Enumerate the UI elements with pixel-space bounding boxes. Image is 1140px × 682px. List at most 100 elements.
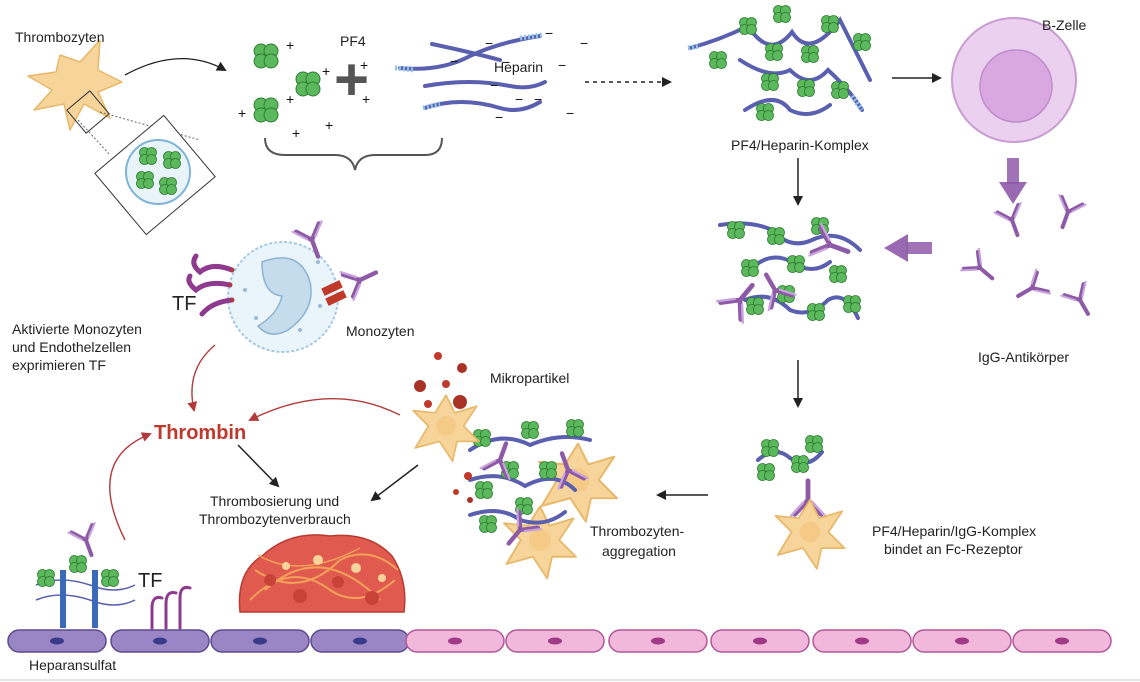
label-mikropartikel: Mikropartikel — [490, 370, 569, 386]
label-thrombozyten: Thrombozyten — [15, 29, 104, 45]
big-plus-icon: + — [334, 46, 369, 113]
microparticle-icon — [464, 472, 472, 480]
label-heparin: Heparin — [494, 59, 543, 75]
pf4-tetramer-icon — [253, 43, 279, 69]
b-cell-icon — [951, 17, 1077, 143]
label-thrombosierung-1: Thrombosierung und — [210, 493, 339, 509]
arrow-aggregation-to-thrombosis — [370, 464, 419, 502]
label-fc-2: bindet an Fc-Rezeptor — [884, 541, 1023, 557]
svg-text:+: + — [286, 37, 294, 53]
antibody-icon — [1047, 192, 1088, 234]
svg-text:−: − — [502, 54, 510, 70]
endothelial-cell-icon — [405, 629, 505, 653]
label-aktivierte-1: Aktivierte Monozyten — [12, 321, 142, 337]
svg-text:−: − — [485, 35, 493, 51]
svg-text:−: − — [580, 35, 588, 51]
arrow-antibody-binding — [884, 234, 932, 262]
antibody-icon — [992, 200, 1033, 242]
svg-text:−: − — [450, 53, 458, 69]
zoom-box — [66, 90, 110, 134]
antibody-icon — [1059, 279, 1103, 323]
svg-text:+: + — [360, 57, 368, 73]
endothelial-cell-icon — [310, 629, 410, 653]
clot-icon — [238, 534, 406, 613]
fc-receptor-monocyte — [321, 259, 382, 306]
endothelial-cell-icon — [912, 629, 1012, 653]
microparticle-icon — [442, 380, 450, 388]
svg-text:−: − — [558, 57, 566, 73]
label-pf4-heparin-komplex: PF4/Heparin-Komplex — [731, 137, 869, 153]
label-igg-antikoerper: IgG-Antikörper — [978, 349, 1069, 365]
platelet-aggregation — [468, 419, 618, 580]
positive-charges: + + + + + + + + — [238, 37, 370, 141]
arrow-release — [124, 57, 227, 76]
label-aggregation-1: Thrombozyten- — [590, 523, 684, 539]
endothelial-cell-icon — [1012, 629, 1112, 653]
pf4-tetramer-icon — [253, 97, 279, 123]
microparticle-icon — [457, 363, 467, 373]
platelet-icon — [27, 39, 123, 131]
antibody-icon — [1009, 267, 1053, 311]
label-aktivierte-3: exprimieren TF — [12, 357, 106, 373]
label-fc-1: PF4/Heparin/IgG-Komplex — [872, 523, 1036, 539]
microparticle-icon — [414, 380, 426, 392]
microparticle-icon — [424, 400, 432, 408]
resting-platelet — [27, 39, 216, 236]
svg-text:−: − — [545, 25, 553, 41]
svg-text:−: − — [566, 105, 574, 121]
svg-text:+: + — [238, 105, 246, 121]
label-thrombosierung-2: Thrombozytenverbrauch — [199, 511, 351, 527]
arrow-microparticle-to-thrombin — [248, 397, 401, 421]
svg-text:+: + — [322, 63, 330, 79]
monocyte-icon — [227, 241, 339, 353]
pf4-group — [253, 43, 321, 123]
svg-text:+: + — [286, 91, 294, 107]
arrow-antibody-production — [999, 158, 1027, 204]
endothelial-cell-icon — [110, 629, 210, 653]
pf4-heparin-igg-complex — [717, 217, 862, 323]
label-aggregation-2: aggregation — [602, 543, 676, 559]
svg-text:+: + — [292, 125, 300, 141]
svg-text:−: − — [515, 91, 523, 107]
granule — [125, 139, 191, 205]
microparticle-release — [412, 352, 480, 503]
tissue-factor-monocyte — [186, 253, 235, 317]
negative-charges: − − − − − − − − − − − — [450, 25, 588, 125]
microparticle-icon — [467, 497, 473, 503]
endothelial-cell-icon — [608, 629, 708, 653]
svg-text:−: − — [534, 91, 542, 107]
brace — [264, 137, 443, 171]
label-tf-endothel: TF — [138, 570, 162, 592]
label-tf-monocyte: TF — [172, 293, 196, 315]
arrow-endothel-to-thrombin — [109, 432, 152, 541]
endothelial-cell-icon — [812, 629, 912, 653]
pf4-tetramer-icon — [295, 71, 321, 97]
fc-receptor-binding — [756, 435, 846, 570]
endothelial-cell-icon — [505, 629, 605, 653]
arrow-thrombin-to-thrombosis — [237, 444, 280, 488]
platelet-icon — [774, 498, 846, 570]
antibody-icon — [959, 246, 1004, 292]
microparticle-icon — [453, 395, 467, 409]
label-aktivierte-2: und Endothelzellen — [12, 339, 131, 355]
label-pf4: PF4 — [340, 33, 366, 49]
heparin-chain-icon — [394, 32, 547, 112]
svg-text:+: + — [362, 91, 370, 107]
tissue-factor-endothel — [150, 586, 192, 630]
label-monozyten: Monozyten — [346, 323, 414, 339]
pf4-heparin-complex — [687, 5, 872, 121]
label-b-zelle: B-Zelle — [1042, 17, 1087, 33]
platelet-icon — [538, 442, 618, 523]
heparan-sulfate — [35, 520, 136, 628]
microparticle-icon — [453, 489, 459, 495]
microparticle-icon — [434, 352, 442, 360]
label-heparansulfat: Heparansulfat — [29, 657, 116, 673]
svg-text:+: + — [325, 117, 333, 133]
igg-antibodies — [959, 192, 1103, 323]
label-thrombin: Thrombin — [154, 422, 246, 444]
endothelial-cell-icon — [7, 629, 107, 653]
svg-text:−: − — [490, 77, 498, 93]
svg-text:−: − — [495, 109, 503, 125]
arrow-tf-to-thrombin — [187, 344, 216, 412]
